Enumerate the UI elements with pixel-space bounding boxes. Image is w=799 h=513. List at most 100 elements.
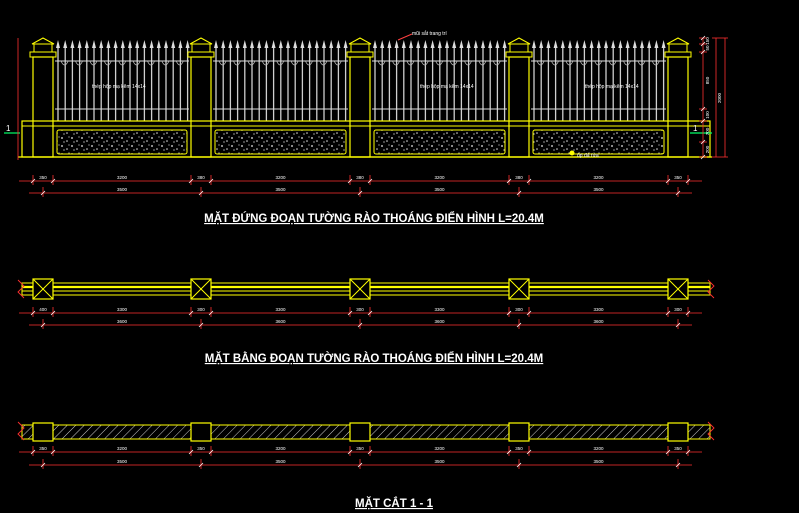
picket-spear	[647, 40, 652, 48]
rail-arc	[478, 60, 487, 66]
picket-spear	[452, 40, 457, 48]
picket-spear	[92, 40, 96, 48]
pillar	[664, 37, 692, 158]
dim-label-row1: 300	[515, 307, 523, 312]
dim-slash	[347, 310, 353, 316]
plan-pillar	[349, 278, 371, 300]
dim-label-row2: 3500	[117, 459, 128, 464]
dim-slash	[40, 462, 46, 468]
picket-spear	[380, 40, 385, 48]
rail-arc	[420, 60, 429, 66]
dim-slash	[506, 178, 512, 184]
picket-spear	[430, 40, 435, 48]
vdim-label: 700	[705, 127, 710, 135]
dim-slash	[367, 310, 373, 316]
picket-spear	[632, 40, 637, 48]
pillar	[29, 37, 57, 158]
rail-arc	[147, 60, 155, 66]
picket-spear	[278, 40, 283, 48]
dim-label-row1: 350	[356, 446, 364, 451]
picket-spear	[164, 40, 168, 48]
dim-slash	[198, 322, 204, 328]
pillar-cap-base	[505, 51, 533, 58]
picket-spear	[156, 40, 161, 48]
dim-label-row2: 3500	[434, 187, 445, 192]
picket-spear	[99, 40, 104, 48]
rail-arc	[565, 60, 574, 66]
section-title: MẶT CẮT 1 - 1	[355, 497, 434, 510]
rail-arc	[623, 60, 631, 66]
picket-spear	[128, 40, 132, 48]
section-wall	[17, 421, 715, 442]
section-mark-right: 1	[690, 124, 712, 134]
pillar-shaft	[508, 56, 530, 158]
rail-arc	[247, 60, 256, 66]
pillar	[346, 37, 374, 158]
rail-arc	[75, 60, 83, 66]
dim-label-row1: 300	[197, 307, 205, 312]
pillar-cap	[33, 43, 53, 53]
rail-arc	[132, 60, 141, 66]
picket-spear	[171, 40, 176, 48]
dim-label-row1: 350	[674, 446, 682, 451]
picket-spear	[336, 40, 341, 48]
picket-spear	[250, 40, 254, 48]
picket-spear	[264, 40, 269, 48]
elevation-view: mũi sắt trang trí thép hộp mạ kẽm 14x14 …	[4, 30, 728, 225]
picket-spear	[553, 40, 558, 48]
picket-spear	[502, 40, 507, 48]
rail-arc	[161, 60, 170, 66]
picket-spear	[373, 40, 377, 48]
rail-arc	[608, 60, 617, 66]
picket-spear	[235, 40, 240, 48]
vdim-slash	[700, 118, 706, 124]
vdim-label: 50	[705, 45, 710, 51]
stone-panel	[56, 129, 188, 155]
pillar-cap	[191, 43, 211, 53]
pillar-cap-base	[187, 51, 215, 58]
rail-arc	[218, 60, 227, 66]
dim-label-row2: 3500	[117, 187, 128, 192]
picket-spear	[618, 40, 623, 48]
dim-label-row2: 3500	[434, 459, 445, 464]
rail-arc	[651, 60, 660, 66]
dim-label-row2: 3600	[117, 319, 128, 324]
dim-label-row1: 300	[674, 307, 682, 312]
break-mark-left	[17, 279, 25, 299]
plan-pillar-cross-b	[667, 278, 689, 300]
break-mark-right	[707, 421, 715, 441]
plan-pillar-cross-b	[190, 278, 212, 300]
vdim-label: 850	[705, 76, 710, 84]
plan-pillar	[190, 278, 212, 300]
dim-label-row1: 350	[674, 175, 682, 180]
picket-spear	[149, 40, 154, 48]
picket-spear	[560, 40, 565, 48]
pillar-cap-base	[29, 51, 57, 58]
dim-slash	[198, 190, 204, 196]
pillar-roof	[348, 37, 372, 45]
picket-spear	[387, 40, 392, 48]
dim-label-row1: 350	[39, 175, 47, 180]
picket-spear	[271, 40, 276, 48]
dim-slash	[675, 322, 681, 328]
picket-spear	[495, 40, 500, 48]
dim-slash	[367, 449, 373, 455]
pillar-cap-base	[664, 51, 692, 58]
plan-pillar	[508, 278, 530, 300]
dim-slash	[506, 310, 512, 316]
dim-label-row1: 3300	[117, 307, 128, 312]
pillar-shaft	[667, 56, 689, 158]
dim-slash	[208, 310, 214, 316]
pillar-roof	[507, 37, 531, 45]
dim-slash	[665, 449, 671, 455]
vdim-slash	[700, 49, 706, 55]
dim-label-row1: 3200	[434, 175, 445, 180]
picket-spear	[257, 40, 262, 48]
picket-spear	[459, 40, 464, 48]
picket-spear	[401, 40, 406, 48]
picket-spear	[142, 40, 147, 48]
plan-pillar-cross-b	[508, 278, 530, 300]
rail-arc	[60, 60, 69, 66]
